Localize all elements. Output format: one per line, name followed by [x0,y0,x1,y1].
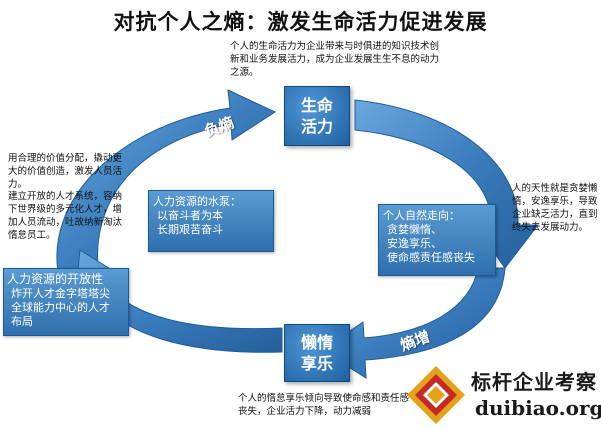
panel-openness-line-1: 炸开人才金字塔塔尖 [11,287,110,300]
panel-water-pump-line-1: 以奋斗者为本 [157,209,223,222]
note-top-right: 个人的生命活力为企业带来与时俱进的知识技术创新和业务发展活力，成为企业发展生生不… [230,41,440,78]
vitality-node: 生命 活力 [284,86,350,146]
note-bottom: 个人的惰怠享乐倾向导致使命感和责任感丧失，企业活力下降，动力减弱 [238,393,410,417]
page-title: 对抗个人之熵：激发生命活力促进发展 [113,10,488,34]
laziness-node: 懒惰 享乐 [284,324,350,382]
panel-natural-tendency-line-3: 使命感责任感丧失 [387,251,475,264]
panel-openness: 人力资源的开放性 炸开人才金字塔塔尖 全球能力中心的人才 布局 [3,268,129,336]
panel-natural-tendency-line-2: 安逸享乐、 [387,237,442,250]
panel-water-pump-line-2: 长期艰苦奋斗 [157,223,223,236]
panel-natural-tendency-line-1: 贪婪懒惰、 [387,223,442,236]
logo-name: 标杆企业考察 [471,370,597,394]
panel-openness-title: 人力资源的开放性 [7,272,104,286]
panel-natural-tendency-title: 个人自然走向： [383,209,460,222]
note-right: 人的天性就是贪婪懒惰，安逸享乐，导致企业缺乏活力，直到终失去发展动力。 [512,183,598,233]
logo-icon [407,366,465,424]
vitality-node-label: 生命 活力 [300,96,333,136]
panel-water-pump-title: 人力资源的水泵： [153,195,241,208]
panel-openness-line-3: 布局 [11,315,33,328]
logo-site: duibiao.org [475,396,601,420]
panel-natural-tendency: 个人自然走向： 贪婪懒惰、 安逸享乐、 使命感责任感丧失 [378,204,496,276]
panel-openness-line-2: 全球能力中心的人才 [11,301,110,314]
panel-water-pump: 人力资源的水泵： 以奋斗者为本 长期艰苦奋斗 [148,190,274,252]
note-left-1: 用合理的价值分配，撬动更大的价值创造，激发人员活力。 [8,153,123,190]
laziness-node-label: 懒惰 享乐 [300,333,333,373]
note-left-2: 建立开放的人才系统，容纳下世界级的多元化人才，增加人员流动，吐故纳新淘汰惰怠员工… [8,191,123,241]
logo-area: 标杆企业考察 duibiao.org [405,362,601,428]
